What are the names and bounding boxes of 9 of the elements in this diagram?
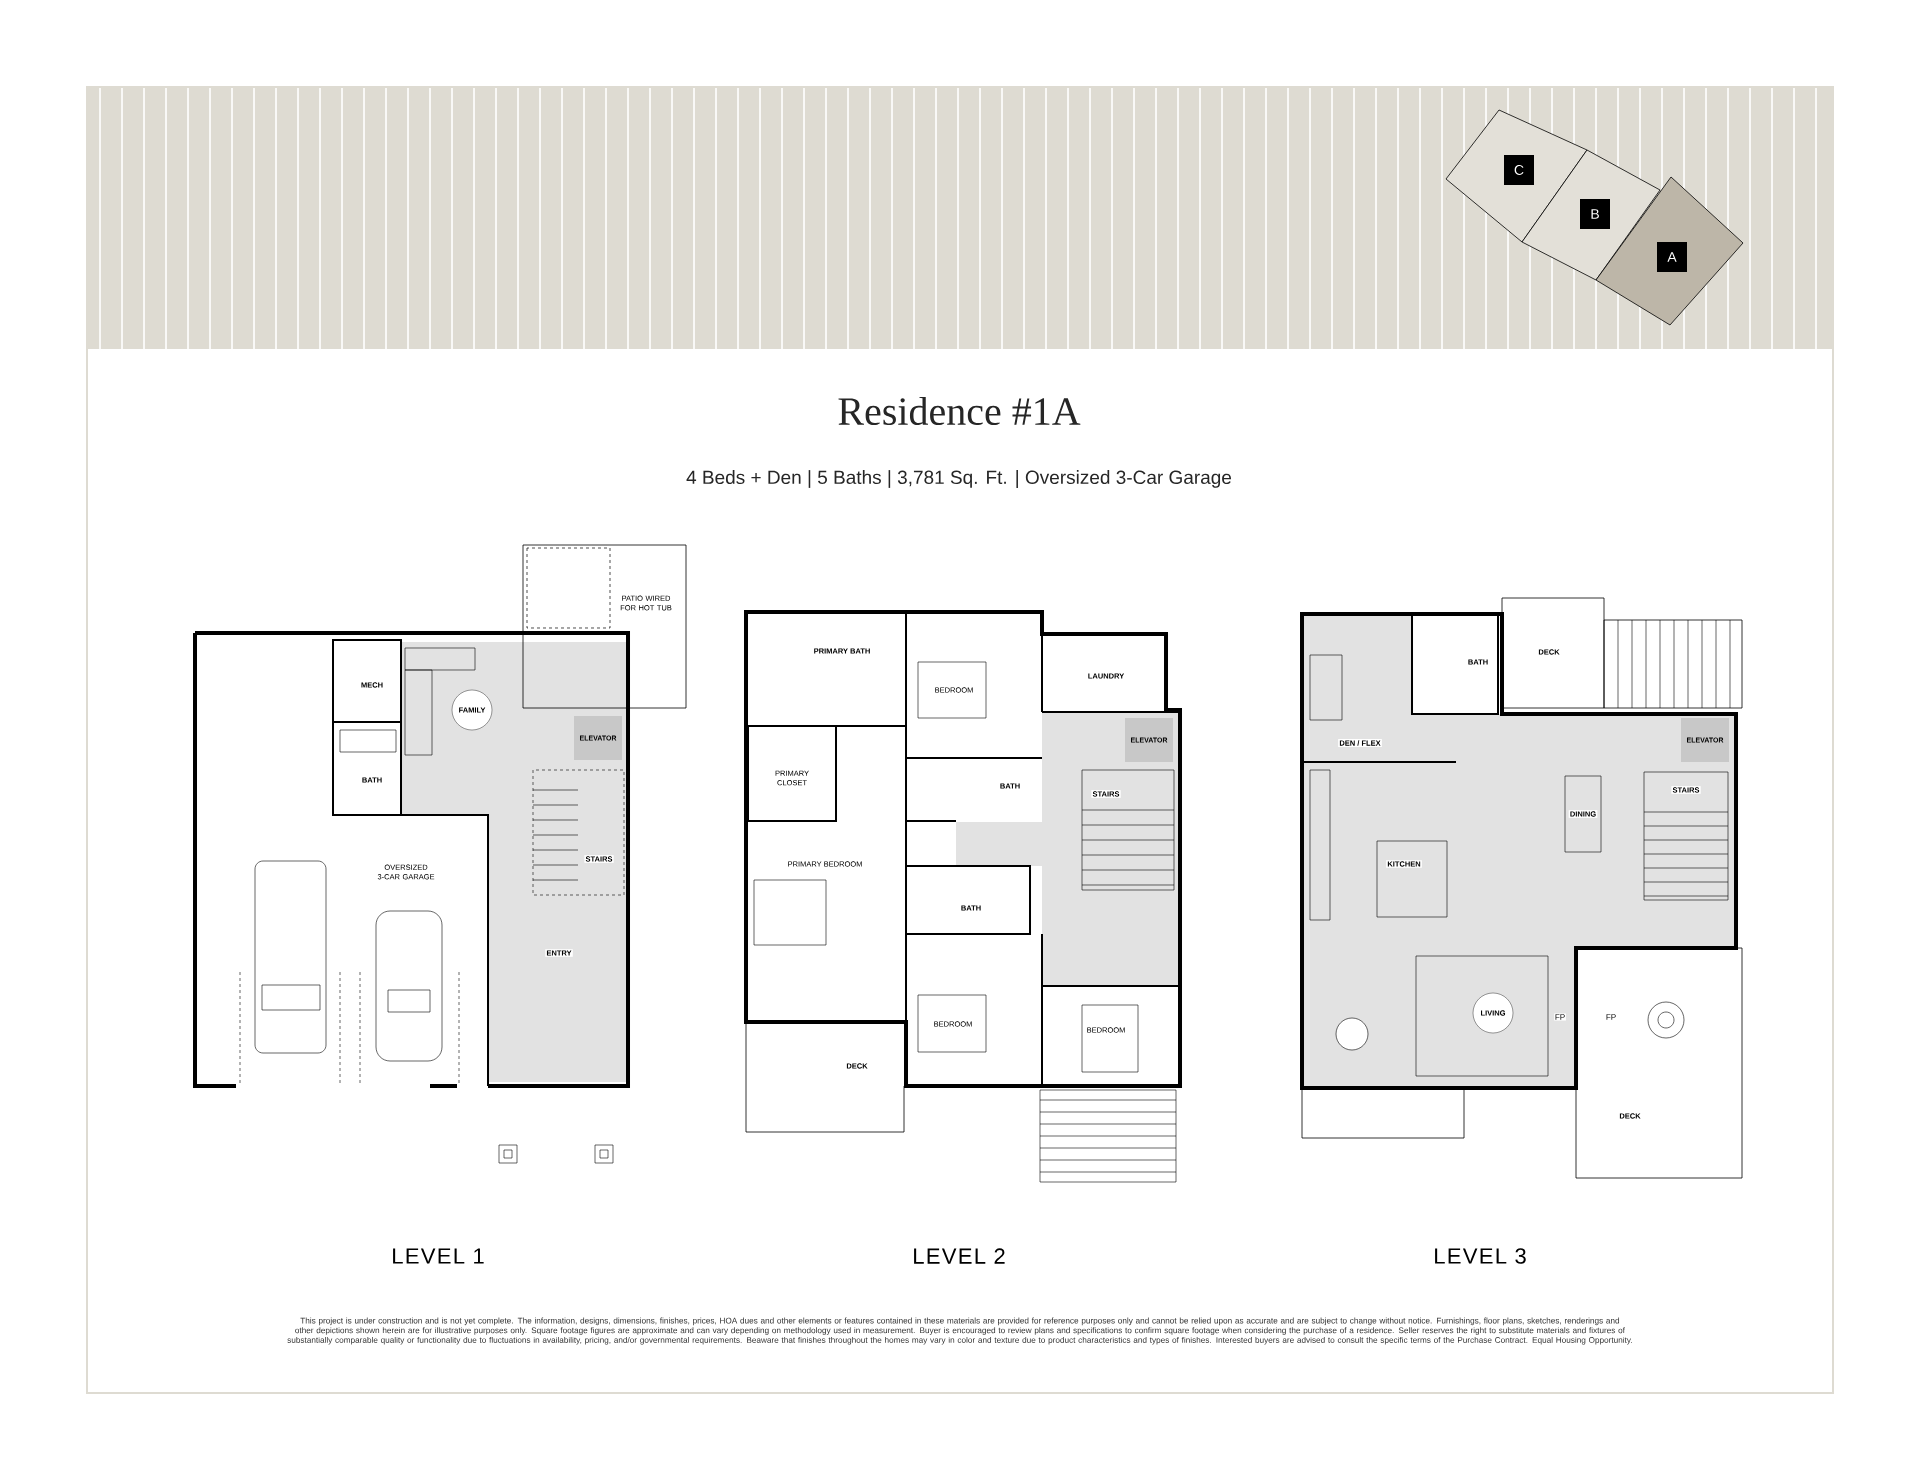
level-heading: LEVEL 1 (393, 1248, 484, 1264)
title: Residence #1A (838, 396, 1081, 426)
building-block: C (1445, 109, 1588, 243)
level-heading: LEVEL 2 (914, 1248, 1005, 1264)
level-heading: LEVEL 3 (1435, 1248, 1526, 1264)
room-label: FP (1554, 1013, 1566, 1021)
disclaimer-note: This project is under construction and is not yet complete. The information, designs, dimensions, finishes, prices, HOA dues and other elements or features contained in these materials are provided for reference purposes only and cannot be relied upon as accurate and are subject to change without notice. Furnishings, floor plans, sketches, renderings and other depictions shown herein are for illustrative purposes only. Square footage figures are approximate and can vary depending on methodology used in measurement. Buyer is encouraged to review plans and specifications to confirm square footage when considering the purchase of a residence. Seller reserves the right to substitute materials and fixtures of substantially comparable quality or functionality due to fluctuations in availability, pricing, and/or governmental requirements. Beaware that finishes throughout the homes may vary in color and texture due to product characteristics and types of finishes. Interested buyers are advised to consult the specific terms of the Purchase Contract. Equal Housing Opportunity. (287, 1317, 1632, 1345)
room-label: FP (1605, 1013, 1617, 1021)
subtitle: 4 Beds + Den | 5 Baths | 3,781 Sq. Ft. | Oversized 3-Car Garage (686, 470, 1232, 488)
